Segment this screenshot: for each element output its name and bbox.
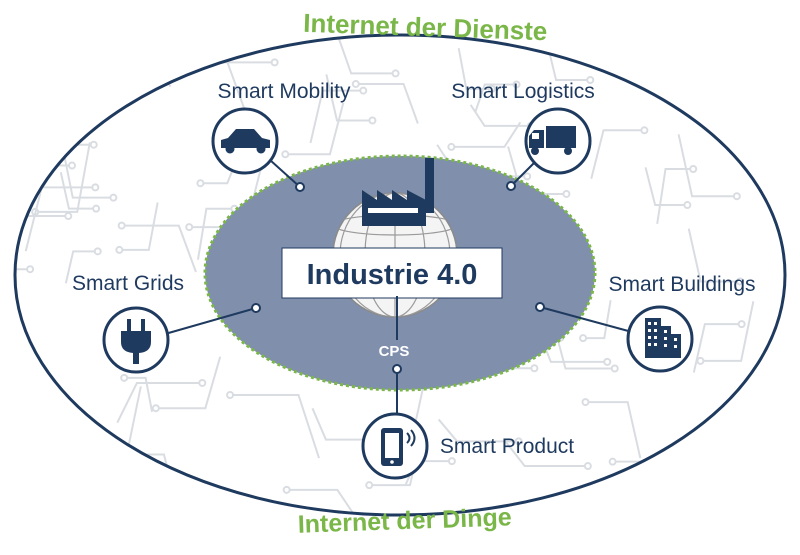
power-plug-icon [121, 319, 151, 364]
node-smart-mobility: Smart Mobility [211, 80, 351, 192]
center-title: Industrie 4.0 [307, 259, 478, 291]
node-smart-buildings: Smart Buildings [535, 273, 756, 373]
center-title-box [281, 247, 503, 299]
cps-label: CPS [379, 343, 410, 360]
node-label: Smart Product [440, 435, 574, 458]
node-label: Smart Grids [72, 272, 184, 295]
buildings-icon [645, 318, 681, 358]
node-smart-product: Smart Product [361, 364, 574, 480]
truck-icon [529, 126, 576, 155]
factory-icon [362, 158, 434, 226]
node-smart-logistics: Smart Logistics [451, 80, 595, 191]
node-label: Smart Buildings [608, 273, 755, 296]
outer-bottom-label: Internet der Dinge [297, 503, 512, 538]
node-label: Smart Logistics [451, 80, 595, 103]
outer-ellipse [13, 33, 787, 517]
smartphone-icon [381, 428, 416, 466]
node-smart-grids: Smart Grids [72, 272, 261, 374]
car-icon [221, 129, 270, 154]
node-label: Smart Mobility [217, 80, 351, 103]
